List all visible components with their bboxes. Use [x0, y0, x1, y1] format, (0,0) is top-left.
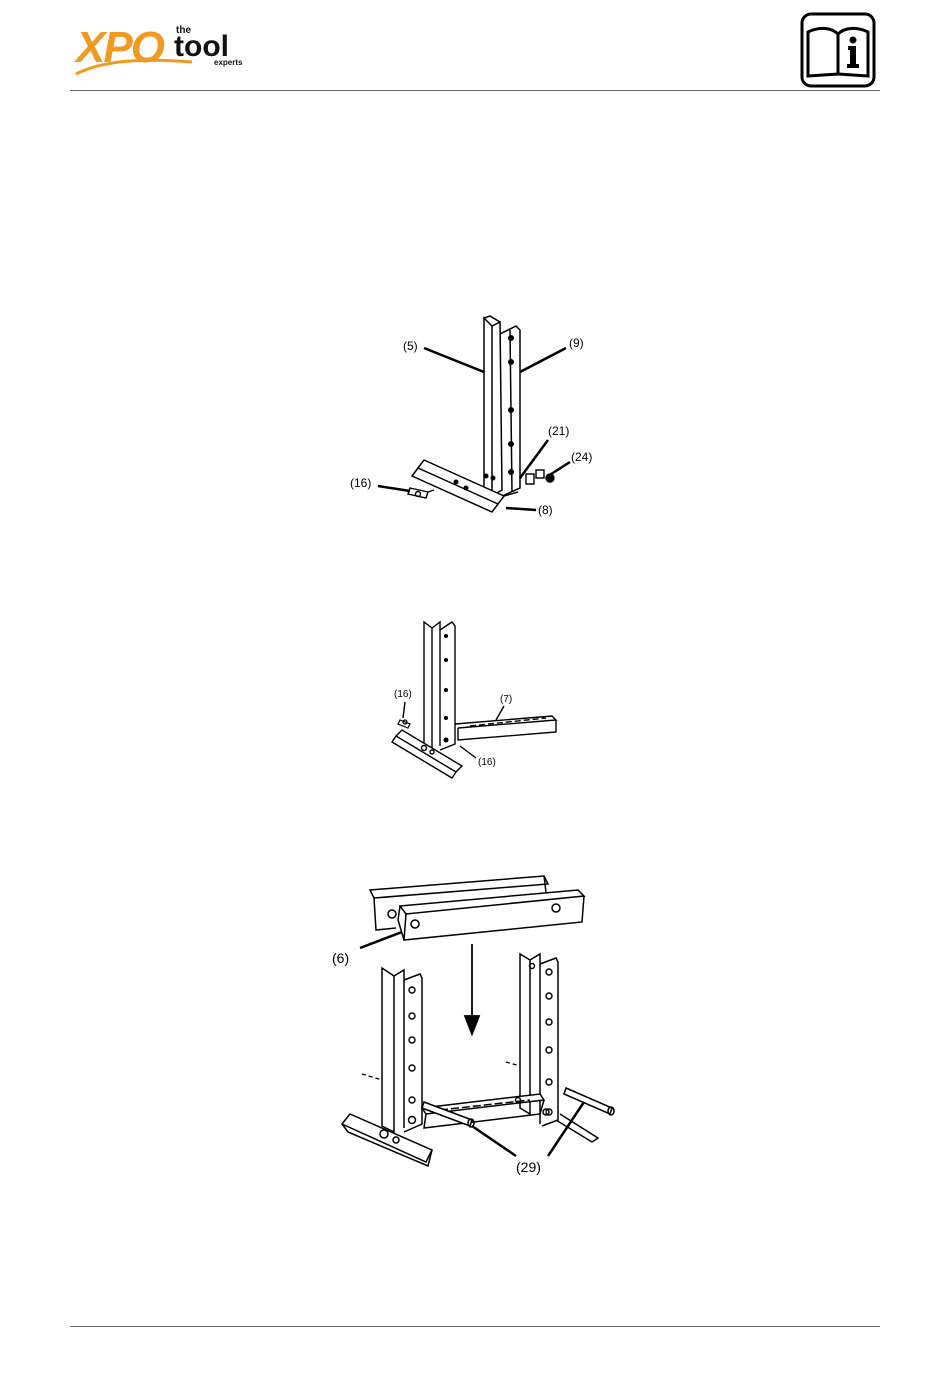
down-arrow [465, 944, 479, 1034]
left-upright [382, 968, 422, 1132]
callout-29: (29) [516, 1159, 541, 1175]
callout-6: (6) [332, 950, 349, 966]
top-beam-front [388, 890, 584, 940]
left-upright-holes [409, 987, 416, 1124]
footer-rule [70, 1326, 880, 1327]
right-base [556, 1114, 598, 1142]
